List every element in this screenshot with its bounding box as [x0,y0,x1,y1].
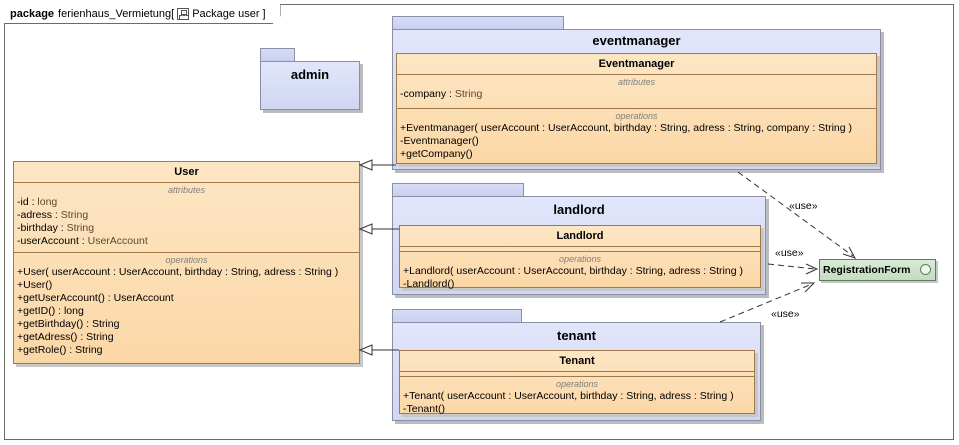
class-eventmanager[interactable]: Eventmanager attributes -company : Strin… [396,53,877,164]
use-label-eventmanager: «use» [789,200,818,212]
class-landlord[interactable]: Landlord operations +Landlord( userAccou… [399,225,761,290]
operation-row: +getCompany() [400,148,473,160]
class-tenant-attributes [400,372,754,377]
attribute-row: -adress : String [17,209,89,221]
operation-row: +getRole() : String [17,344,103,356]
class-user-name: User [14,162,359,183]
operation-row: +User( userAccount : UserAccount, birthd… [17,266,339,278]
package-landlord-name: landlord [553,202,605,217]
operation-row: -Landlord() [403,278,455,290]
generalization-arrowhead-icon [358,344,373,356]
package-diagram-icon [177,8,189,20]
class-registration-form[interactable]: RegistrationForm [819,259,936,281]
use-landlord-registration [767,263,816,270]
class-eventmanager-attributes: attributes -company : String [397,75,876,109]
attribute-row: -company : String [400,88,483,100]
class-tenant-name: Tenant [400,351,754,372]
operation-row: +Tenant( userAccount : UserAccount, birt… [403,390,734,402]
generalization-arrowhead-icon [358,223,373,235]
attribute-row: -userAccount : UserAccount [17,235,148,247]
operation-row: +Eventmanager( userAccount : UserAccount… [400,122,852,134]
package-eventmanager-tab [392,16,564,30]
operation-row: +getID() : long [17,305,84,317]
use-tenant-registration [719,283,813,323]
class-landlord-operations: operations +Landlord( userAccount : User… [400,252,760,294]
operations-title: operations [165,255,208,265]
generalization-arrowhead-icon [358,159,373,171]
package-admin-name: admin [290,67,330,82]
operations-title: operations [558,254,602,264]
package-name: ferienhaus_Vermietung[ [58,7,175,20]
use-label-landlord: «use» [775,247,804,259]
operation-row: -Eventmanager() [400,135,479,147]
class-tenant-operations: operations +Tenant( userAccount : UserAc… [400,377,754,419]
class-tenant[interactable]: Tenant operations +Tenant( userAccount :… [399,350,755,415]
use-arrowhead-icon [842,246,857,259]
class-landlord-attributes [400,247,760,252]
class-user[interactable]: User attributes -id : long -adress : Str… [13,161,360,364]
operation-row: +getBirthday() : String [17,318,120,330]
operation-row: +getUserAccount() : UserAccount [17,292,174,304]
package-landlord-tab [392,183,524,197]
operation-row: +getAdress() : String [17,331,114,343]
attribute-row: -birthday : String [17,222,95,234]
attributes-title: attributes [167,185,206,195]
use-arrowhead-icon [805,263,819,275]
package-keyword: package [10,7,55,20]
use-arrowhead-icon [801,282,816,293]
class-user-attributes: attributes -id : long -adress : String -… [14,183,359,253]
package-frame-header: package ferienhaus_Vermietung[ Package u… [4,4,281,24]
package-eventmanager-name: eventmanager [592,33,681,48]
use-eventmanager-registration [737,171,854,257]
class-registration-form-name: RegistrationForm [823,264,911,276]
diagram-label: Package user [192,7,260,20]
use-label-tenant: «use» [771,308,800,320]
operation-row: +User() [17,279,53,291]
frame-close-bracket: ] [262,7,266,20]
operations-title: operations [555,379,599,389]
interface-ball-icon [920,264,931,275]
package-admin-body [260,61,360,110]
operation-row: -Tenant() [403,403,446,415]
attributes-title: attributes [617,77,656,87]
class-eventmanager-operations: operations +Eventmanager( userAccount : … [397,109,876,164]
operations-title: operations [615,111,658,121]
operation-row: +Landlord( userAccount : UserAccount, bi… [403,265,743,277]
attribute-row: -id : long [17,196,58,208]
class-landlord-name: Landlord [400,226,760,247]
package-tenant-tab [392,309,522,323]
class-user-operations: operations +User( userAccount : UserAcco… [14,253,359,360]
package-tenant-name: tenant [557,328,596,343]
class-eventmanager-name: Eventmanager [397,54,876,75]
package-admin[interactable]: admin [260,48,360,110]
package-admin-tab [260,48,295,62]
